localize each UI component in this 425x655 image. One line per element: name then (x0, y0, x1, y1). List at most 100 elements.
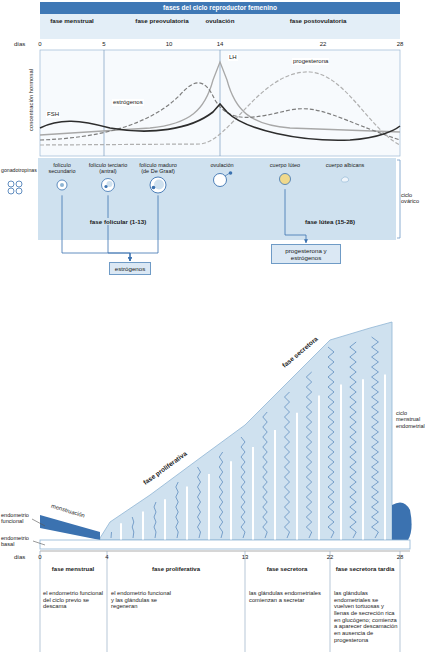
ovary-stage: folículo secundario (43, 162, 81, 194)
gland (350, 342, 356, 538)
label-text: endometrio funcional (1, 512, 37, 525)
gland (219, 452, 222, 538)
label-text: fase secretora (248, 566, 326, 573)
phase-band (40, 14, 400, 39)
menstrual-layer (40, 515, 100, 540)
label-text: 22 (320, 41, 327, 48)
column-gap (296, 413, 298, 540)
label-text: endometrio basal (1, 535, 37, 548)
follicle-icon (96, 176, 120, 194)
label-text: 22 (327, 554, 334, 561)
column-gap (274, 430, 276, 540)
leader-line (33, 541, 45, 545)
gland (111, 532, 113, 538)
connector (108, 195, 130, 261)
follicle-icon (146, 176, 170, 194)
label-text: gonadotropinas (1, 168, 37, 174)
gland (176, 482, 178, 538)
label-text: menstruación (50, 503, 85, 520)
label-text: ciclo menstrual endometrial (396, 410, 425, 429)
leader-line (32, 519, 45, 526)
label-text: 28 (397, 41, 404, 48)
gland (198, 467, 201, 538)
column-gap (340, 384, 342, 540)
ovary-stage: cuerpo lúteo (265, 162, 305, 188)
label-text: FSH (46, 111, 60, 118)
shedding-layer (392, 502, 412, 540)
gland (241, 437, 245, 538)
gonadotropin-symbol (8, 181, 22, 194)
column-gap (208, 474, 210, 540)
label-text: fase menstrual (43, 17, 101, 24)
ovary-stage: folículo terciario (antral) (88, 162, 128, 194)
column-gap (120, 523, 122, 540)
label-text: 14 (217, 41, 224, 48)
ovary-stage: ovulación (204, 162, 240, 188)
hormone-curves (40, 62, 400, 145)
ovary-stage: cuerpo albicans (323, 162, 367, 188)
follicle-icon (333, 170, 357, 188)
label-text: fase menstrual (43, 566, 103, 573)
day-line (104, 50, 105, 156)
column-gap (252, 447, 254, 540)
column-gap (362, 379, 364, 540)
label-text: el endometrio funcional del ciclo previo… (43, 590, 103, 610)
hormone-box: estrógenos (109, 262, 152, 275)
follicle-icon (210, 170, 234, 188)
gland (306, 372, 311, 538)
label-text: ovulación (200, 17, 240, 24)
basal-endometrium (40, 540, 410, 549)
label-text: el endometrio funcional y las glándulas … (111, 590, 173, 610)
label-text: 28 (397, 554, 404, 561)
column-separators (40, 551, 400, 652)
label-text: fase lútea (15-28) (303, 218, 357, 225)
node-text: folículo secundario (43, 162, 81, 174)
label-text: 0 (38, 41, 41, 48)
gland (328, 347, 334, 538)
bracket (397, 160, 400, 238)
gland (285, 392, 290, 538)
label-text: las glándulas endometriales se vuelven t… (334, 590, 398, 643)
label-text: días (14, 41, 25, 48)
functional-endometrium (100, 322, 392, 540)
gland (263, 412, 267, 538)
column-gap (142, 512, 144, 540)
label-text: fase preovulatoria (122, 17, 202, 24)
label-text: las glándulas endometriales comienzan a … (249, 590, 325, 603)
label-text: 4 (105, 554, 108, 561)
ovary-panel (38, 158, 396, 240)
column-gap (186, 487, 188, 540)
connector (285, 189, 306, 243)
label-text: fase postovulatoria (273, 17, 363, 24)
title-band (40, 2, 400, 14)
gland (154, 502, 156, 538)
gland (372, 337, 379, 538)
column-gap (384, 374, 386, 540)
glands (111, 337, 385, 540)
label-text: 5 (102, 41, 105, 48)
follicle-icon (273, 170, 297, 188)
ovary-stage: folículo maduro (de De Graaf) (135, 162, 181, 194)
day-axis (40, 551, 410, 552)
label-text: progesterona (292, 58, 329, 65)
column-gap (230, 461, 232, 540)
label-text: concentración hormonal (28, 69, 35, 131)
column-gap (164, 499, 166, 540)
label-text: fase folicular (1-13) (88, 218, 148, 225)
connector (130, 195, 158, 261)
label-text: fase secretora tardía (333, 566, 397, 573)
node-text: progesterona y estrógenos (277, 247, 335, 261)
label-text: 10 (166, 41, 173, 48)
label-text: estrógenos (112, 99, 144, 106)
label-text: fase proliferativa (116, 566, 236, 573)
node-text: cuerpo albicans (323, 162, 367, 168)
node-text: cuerpo lúteo (265, 162, 305, 168)
label-text: LH (228, 54, 238, 61)
connector (62, 195, 130, 261)
hormone-box: progesterona y estrógenos (271, 244, 341, 264)
label-text: ciclo ovárico (401, 192, 423, 205)
node-text: folículo terciario (antral) (88, 162, 128, 174)
